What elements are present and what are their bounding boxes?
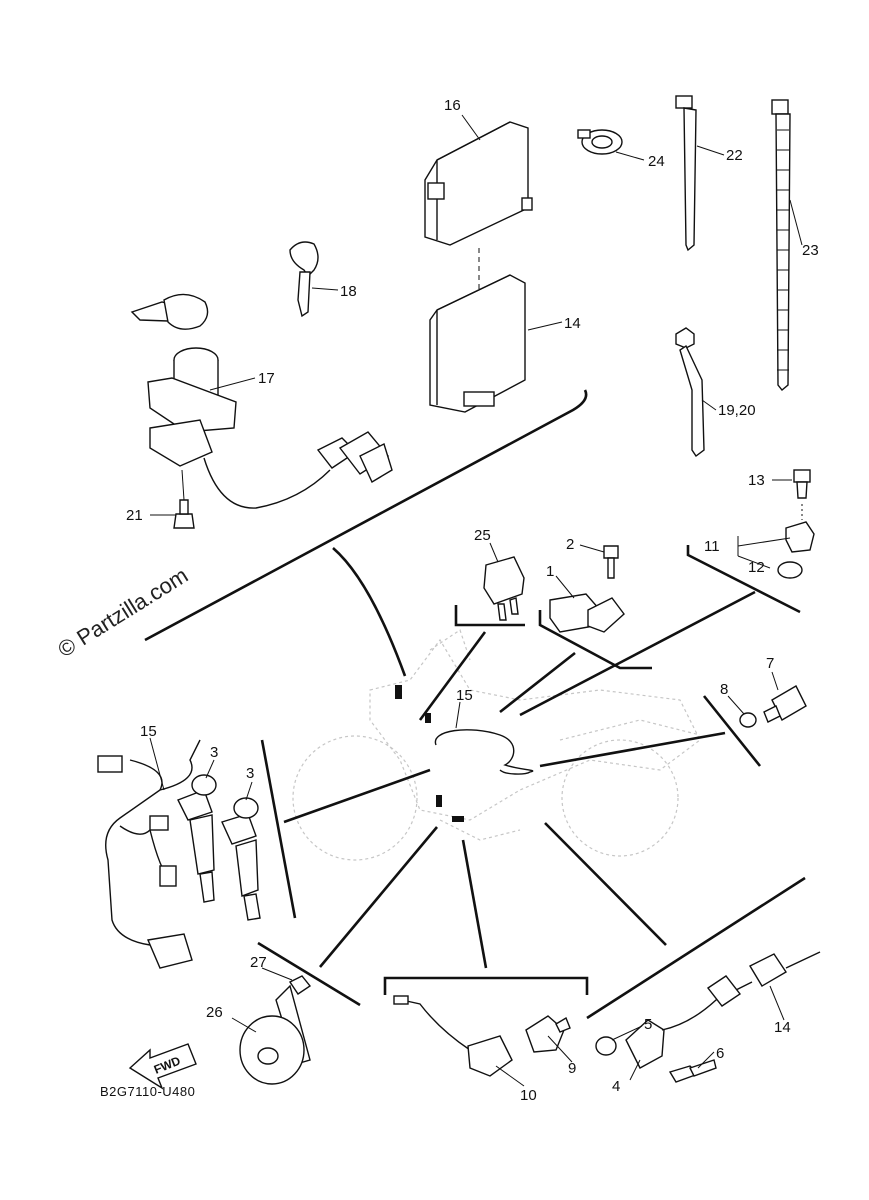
callout-25: 25 <box>474 527 491 544</box>
horn-26 <box>239 984 311 1085</box>
callout-3-a: 3 <box>210 744 218 761</box>
callout-11: 11 <box>704 538 720 555</box>
fwd-arrow-icon <box>128 1043 197 1090</box>
connector-14 <box>749 951 821 987</box>
callout-15-left: 15 <box>140 723 157 740</box>
ignition-coil-b <box>221 797 261 921</box>
callout-15-center: 15 <box>456 687 473 704</box>
sensor-10 <box>393 995 513 1077</box>
callout-3-b: 3 <box>246 765 254 782</box>
leader-lines <box>149 114 803 1087</box>
callout-19-20: 19,20 <box>718 402 756 419</box>
callout-1: 1 <box>546 563 554 580</box>
band-part <box>675 327 705 458</box>
center-wire-harness <box>434 729 534 775</box>
o-ring-12 <box>777 561 803 579</box>
harness-marker <box>425 713 431 723</box>
harness-marker <box>436 795 442 807</box>
callout-22: 22 <box>726 147 743 164</box>
callout-13: 13 <box>748 472 765 489</box>
switch-9 <box>525 1015 571 1053</box>
cable-tie-long <box>771 99 791 391</box>
callout-24: 24 <box>648 153 665 170</box>
diagram-code: B2G7110-U480 <box>100 1084 195 1099</box>
bolt-2 <box>603 545 619 579</box>
callout-7: 7 <box>766 655 774 672</box>
wire-harness-15 <box>97 739 201 969</box>
group-brackets <box>144 389 806 1020</box>
callout-4: 4 <box>612 1078 620 1095</box>
callout-17: 17 <box>258 370 275 387</box>
key-part <box>289 241 319 318</box>
callout-2: 2 <box>566 536 574 553</box>
cable-tie-short <box>675 95 697 252</box>
callout-27: 27 <box>250 954 267 971</box>
callout-14-bottom: 14 <box>774 1019 791 1036</box>
callout-10: 10 <box>520 1087 537 1104</box>
callout-5: 5 <box>644 1016 652 1033</box>
bolt-13 <box>793 469 811 520</box>
callout-23: 23 <box>802 242 819 259</box>
harness-marker <box>452 816 464 822</box>
callout-9: 9 <box>568 1060 576 1077</box>
sensor-4 <box>625 975 753 1069</box>
bolt-21 <box>173 469 195 529</box>
washer-8 <box>739 712 757 728</box>
callout-21: 21 <box>126 507 143 524</box>
switch-7 <box>763 685 807 723</box>
callout-12: 12 <box>748 559 765 576</box>
sensor-1 <box>549 593 625 633</box>
motorcycle-silhouette <box>292 629 701 861</box>
callout-18: 18 <box>340 283 357 300</box>
ecu-lower-module <box>429 274 526 413</box>
callout-14: 14 <box>564 315 581 332</box>
sensor-11 <box>785 521 815 553</box>
ecu-module <box>424 121 533 246</box>
harness-marker <box>395 685 402 699</box>
clamp-part <box>577 129 623 155</box>
ignition-switch <box>130 293 393 509</box>
callout-16: 16 <box>444 97 461 114</box>
bolt-6 <box>668 1059 717 1083</box>
nut-27 <box>288 975 312 995</box>
callout-6: 6 <box>716 1045 724 1062</box>
watermark: © Partzilla.com <box>53 562 192 662</box>
callout-8: 8 <box>720 681 728 698</box>
callout-26: 26 <box>206 1004 223 1021</box>
relay-part <box>483 556 525 621</box>
ignition-coil-a <box>177 774 217 903</box>
o-ring-5 <box>595 1036 617 1056</box>
